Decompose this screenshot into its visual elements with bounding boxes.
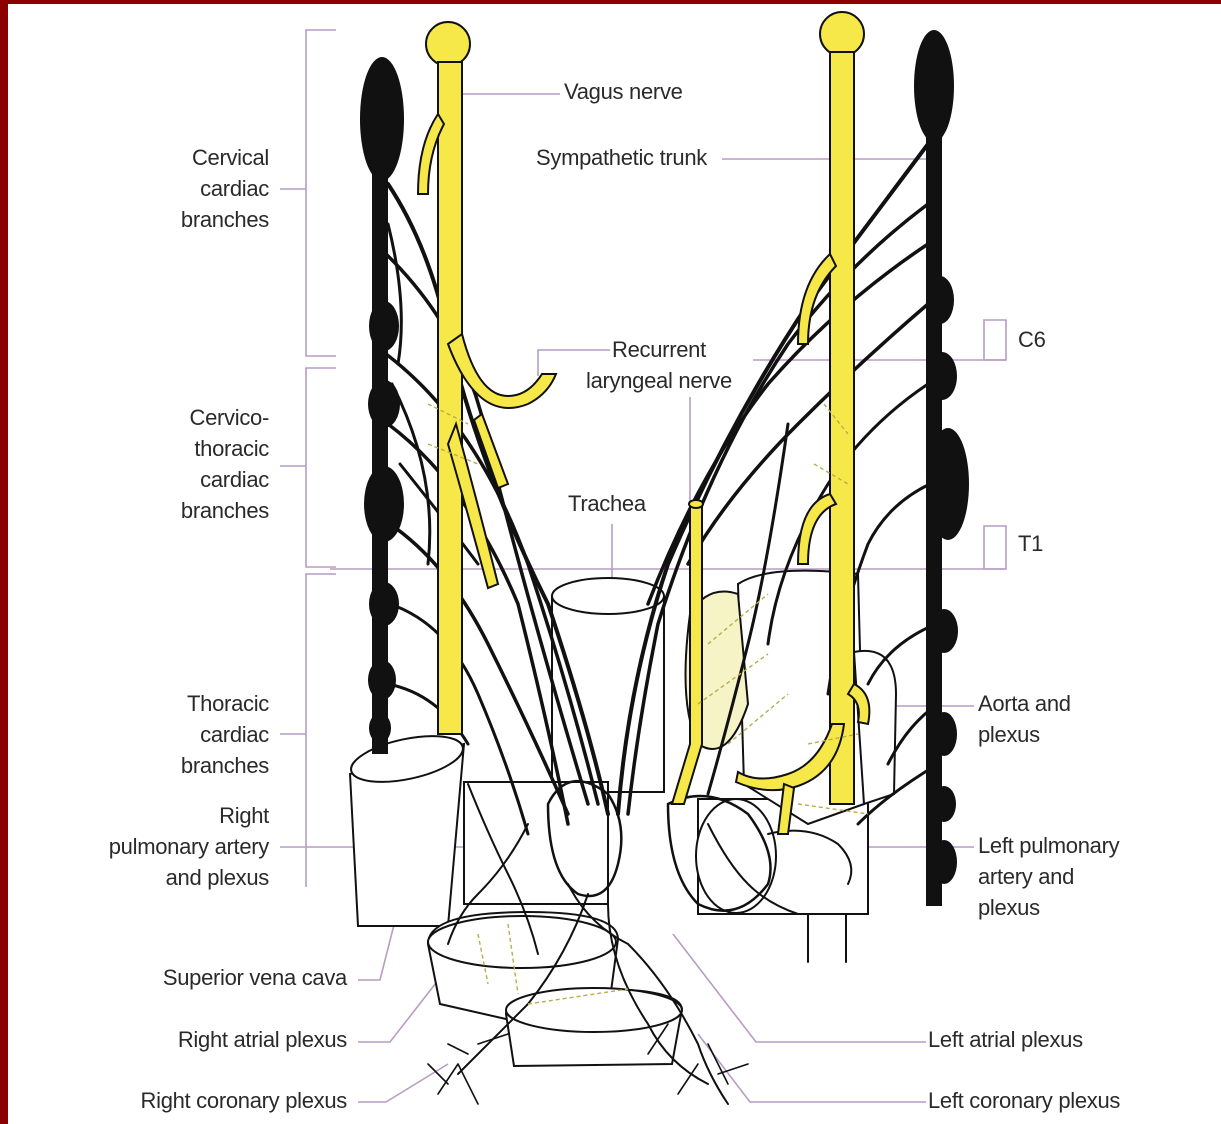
trachea-label: Trachea (568, 488, 646, 519)
diagram-frame: Vagus nerve Sympathetic trunk Cervical c… (8, 4, 1221, 1124)
left-coronary-plexus-label: Left coronary plexus (928, 1085, 1120, 1116)
superior-vena-cava-label: Superior vena cava (163, 962, 347, 993)
right-sympathetic-trunk (360, 57, 404, 754)
thoracic-cardiac-branches-label: Thoracic cardiac branches (181, 688, 269, 781)
recurrent-laryngeal-nerve-label: Recurrent laryngeal nerve (586, 334, 732, 396)
cervicothoracic-cardiac-branches-label: Cervico- thoracic cardiac branches (181, 402, 269, 526)
sympathetic-trunk-label: Sympathetic trunk (536, 142, 707, 173)
vagus-nerve-label: Vagus nerve (564, 76, 683, 107)
right-atrial-plexus-label: Right atrial plexus (178, 1024, 347, 1055)
leader-lines (280, 30, 1006, 1102)
left-atrial-plexus-label: Left atrial plexus (928, 1024, 1083, 1055)
right-pulmonary-artery-label: Right pulmonary artery and plexus (109, 800, 269, 893)
cervical-cardiac-branches-label: Cervical cardiac branches (181, 142, 269, 235)
t1-label: T1 (1018, 528, 1043, 559)
c6-label: C6 (1018, 324, 1046, 355)
right-coronary-plexus-label: Right coronary plexus (141, 1085, 347, 1116)
aorta-and-plexus-label: Aorta and plexus (978, 688, 1071, 750)
left-pulmonary-artery-label: Left pulmonary artery and plexus (978, 830, 1119, 923)
